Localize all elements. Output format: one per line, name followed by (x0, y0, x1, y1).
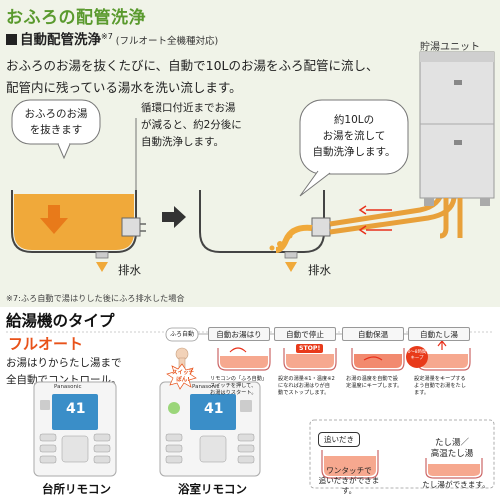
switch-burst-icon (166, 363, 197, 390)
stop-tag: STOP! (296, 344, 324, 353)
tub-icon-keep (351, 348, 405, 371)
flow-arrows (358, 205, 392, 235)
full-auto-desc-line-1: お湯はりからたし湯まで (6, 357, 122, 369)
bubble-right-line-3: 自動洗浄します。 (312, 146, 396, 158)
storage-unit (419, 51, 495, 239)
tub-icon-add (417, 340, 471, 371)
bathtub-empty (199, 190, 331, 272)
step1-description: リモコンの「ふろ自動」 スイッチを押して、 お湯はりスタート。 (210, 376, 268, 396)
type-full-auto: フルオート (8, 335, 84, 353)
bubble-left-line-2: を抜きます (29, 124, 83, 136)
speech-bubble-right (299, 99, 409, 197)
subtitle-text: 自動配管洗浄 (20, 32, 101, 48)
storage-unit-label: 貯湯ユニット (420, 42, 480, 53)
add-hot-water-title: たし湯／ 高温たし湯 (430, 438, 474, 459)
drain-label-2: 排水 (308, 263, 331, 277)
kitchen-remote (33, 381, 117, 477)
bathtub-full (11, 190, 146, 272)
step3-description: お湯の温度を自動で設 定温度にキープします。 (346, 376, 403, 389)
bubble-right-line-2: お湯を流して (322, 130, 386, 142)
remotes-illustration (33, 381, 261, 477)
reheat-title: 追いだき (318, 432, 360, 447)
start-bubble-label: ふろ自動 (170, 331, 195, 338)
reheat-icon (321, 450, 379, 479)
tub-icon-stop (283, 348, 337, 371)
desc-line-1: おふろのお湯を抜くたびに、自動で10Lのお湯をふろ配管に流し、 (6, 58, 379, 73)
step2-description: 設定の湯量※1・温度※2 になればお湯はりが自 動でストップします。 (278, 376, 335, 396)
footnote: ※7:ふろ自動で湯はりした後にふろ排水した場合 (6, 293, 185, 303)
section-subtitle: 自動配管洗浄※7(フルオート全機種対応) (6, 28, 218, 48)
full-auto-steps-diagram (165, 327, 495, 489)
step-auto-fill: 自動お湯はり (208, 327, 270, 341)
step-auto-add-water: 自動たし湯 (408, 327, 470, 341)
subtitle-note: (フルオート全機種対応) (115, 36, 219, 47)
add-hot-water-description: たし湯ができます。 (422, 480, 490, 489)
mid-note-line-3: 自動洗浄します。 (141, 136, 224, 148)
keep-hours-tag: 0〜8時間 キープ (406, 346, 428, 368)
mid-note-line-1: 循環口付近までお湯 (141, 102, 236, 114)
remote-brand-1: Panasonic (54, 384, 82, 390)
description: おふろのお湯を抜くたびに、自動で10Lのお湯をふろ配管に流し、 配管内に残ってい… (6, 55, 416, 99)
desc-line-2: 配管内に残っている湯水を洗い流します。 (6, 80, 242, 95)
bubble-left-line-1: おふろのお湯 (24, 108, 88, 120)
bathroom-remote-label: 浴室リモコン (178, 482, 247, 496)
step4-description: 設定湯量をキープする よう自動でお湯をたし ます。 (414, 376, 466, 396)
mid-note: 循環口付近までお湯 が減ると、約2分後に 自動洗浄します。 (141, 100, 242, 151)
speech-bubble-left (11, 99, 101, 160)
pipe-cleaning-section: おふろの配管洗浄 自動配管洗浄※7(フルオート全機種対応) おふろのお湯を抜くた… (0, 0, 500, 307)
section-title-water-heater-type: 給湯機のタイプ (6, 312, 115, 330)
next-arrow (162, 206, 186, 228)
step-auto-stop: 自動で停止 (274, 327, 336, 341)
switch-label: スイッチ ぽん! (172, 370, 195, 383)
kitchen-remote-label: 台所リモコン (42, 482, 111, 496)
page-title: おふろの配管洗浄 (6, 8, 146, 28)
mid-note-line-2: が減ると、約2分後に (141, 119, 242, 131)
remote-temp-2: 41 (204, 401, 224, 417)
bubble-right-line-1: 約10Lの (333, 114, 375, 126)
remote-temp-1: 41 (66, 401, 86, 417)
bubble-left-text: おふろのお湯 を抜きます (14, 106, 98, 138)
remote-brand-2: Panasonic (192, 384, 220, 390)
bathroom-remote (159, 381, 261, 477)
reheat-description: ワンタッチで 追いだきができます。 (318, 466, 380, 495)
note-mark: ※7 (101, 32, 113, 41)
bubble-right-text: 約10Lの お湯を流して 自動洗浄します。 (306, 112, 402, 160)
step-auto-keep-warm: 自動保温 (342, 327, 404, 341)
tub-icon-fill (217, 347, 271, 371)
square-bullet-icon (6, 34, 17, 45)
add-hot-water-icon (425, 458, 483, 479)
drain-label-1: 排水 (118, 263, 141, 277)
pipe-cleaning-diagram (11, 51, 495, 272)
